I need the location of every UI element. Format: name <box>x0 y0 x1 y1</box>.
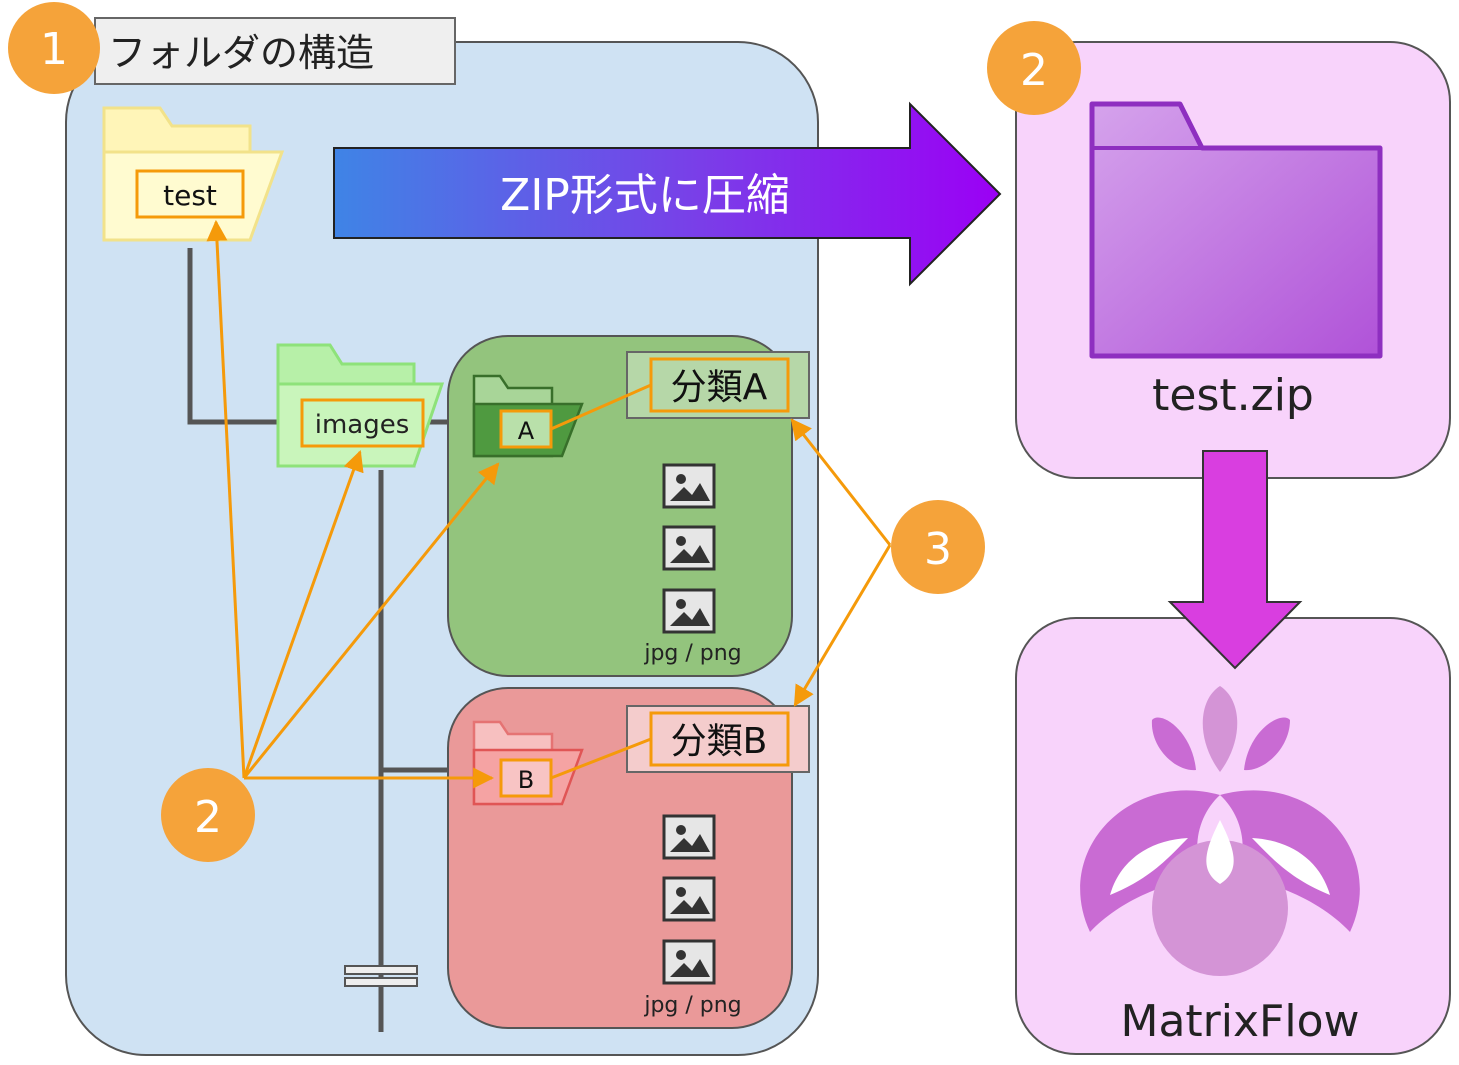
app-name: MatrixFlow <box>1121 996 1360 1047</box>
zip-folder-icon <box>1089 101 1383 359</box>
annotation-arrows-3 <box>790 418 892 707</box>
structure-title-box <box>94 17 456 85</box>
image-file-icons-b <box>662 814 716 985</box>
a-label: A <box>518 417 535 445</box>
badge-1-label: 1 <box>40 24 68 75</box>
badge-1 <box>8 2 100 94</box>
file-type-b: jpg / png <box>643 993 741 1018</box>
badge-2-top-label: 2 <box>1020 45 1048 96</box>
badge-2-top <box>987 21 1081 115</box>
zip-name: test.zip <box>1152 370 1314 421</box>
badge-3-label: 3 <box>924 524 952 575</box>
structure-title: フォルダの構造 <box>108 31 374 75</box>
badge-2-left-label: 2 <box>194 792 222 843</box>
class-a-label: 分類A <box>671 367 768 408</box>
class-connectors <box>550 383 652 780</box>
images-label: images <box>315 410 410 440</box>
class-b-label: 分類B <box>671 721 768 762</box>
line-break-marker <box>344 965 418 987</box>
image-file-icons-a <box>662 463 716 634</box>
file-type-a: jpg / png <box>643 641 741 666</box>
images-label-box <box>300 398 425 448</box>
matrixflow-panel <box>1015 617 1451 1055</box>
matrixflow-logo-icon <box>1080 686 1360 976</box>
badge-2-left <box>161 768 255 862</box>
badge-3 <box>891 500 985 594</box>
test-label: test <box>163 179 217 212</box>
upload-arrow <box>1167 450 1303 670</box>
compress-label: ZIP形式に圧縮 <box>500 170 790 221</box>
b-label: B <box>518 766 534 794</box>
test-label-box <box>135 169 245 219</box>
annotation-arrows-2 <box>206 219 500 789</box>
compress-arrow <box>333 101 1002 287</box>
